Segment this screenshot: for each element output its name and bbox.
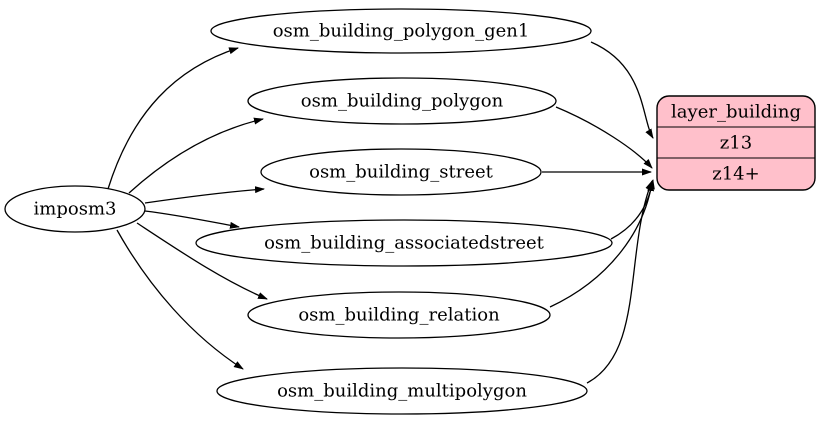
layer-building-row-z14: z14+	[712, 164, 759, 185]
edge-imposm3-relation	[136, 222, 268, 300]
edge-imposm3-multipolygon	[116, 229, 244, 370]
node-multipolygon-shape	[216, 367, 588, 415]
node-street-shape	[260, 148, 542, 196]
edge-imposm3-polygon-gen1	[107, 47, 239, 190]
node-polygon-gen1-label: osm_building_polygon_gen1	[273, 21, 530, 42]
node-layer-building: layer_building z13 z14+	[656, 95, 816, 191]
node-multipolygon-label: osm_building_multipolygon	[277, 381, 527, 402]
edge-polygon-z14	[555, 106, 653, 169]
edge-multipolygon-z14	[586, 180, 653, 384]
layer-building-row-z13: z13	[720, 133, 752, 154]
node-osm-building-street: osm_building_street	[260, 148, 542, 196]
node-associatedstreet-shape	[195, 219, 613, 267]
edge-imposm3-street	[144, 186, 265, 204]
node-polygon-shape	[247, 77, 557, 125]
node-associatedstreet-label: osm_building_associatedstreet	[264, 233, 545, 254]
node-relation-label: osm_building_relation	[298, 305, 500, 326]
node-polygon-label: osm_building_polygon	[301, 91, 504, 112]
node-osm-building-polygon: osm_building_polygon	[247, 77, 557, 125]
edge-imposm3-polygon	[128, 117, 264, 194]
node-osm-building-relation: osm_building_relation	[247, 291, 551, 339]
edge-polygon-gen1-z13	[590, 41, 654, 139]
node-imposm3: imposm3	[4, 185, 146, 233]
node-street-label: osm_building_street	[309, 162, 494, 183]
node-imposm3-shape	[4, 185, 146, 233]
node-osm-building-polygon-gen1: osm_building_polygon_gen1	[210, 8, 592, 54]
edge-relation-z14	[549, 181, 655, 308]
layer-building-title: layer_building	[671, 102, 801, 123]
edges-source-to-tables	[107, 47, 268, 370]
node-relation-shape	[247, 291, 551, 339]
node-imposm3-label: imposm3	[34, 199, 117, 220]
edge-imposm3-associatedstreet	[144, 210, 240, 229]
edges-tables-to-layer	[542, 41, 655, 384]
node-osm-building-multipolygon: osm_building_multipolygon	[216, 367, 588, 415]
node-osm-building-associatedstreet: osm_building_associatedstreet	[195, 219, 613, 267]
node-layer-building-shape	[656, 95, 816, 191]
node-polygon-gen1-shape	[210, 8, 592, 54]
edge-associatedstreet-z14	[610, 179, 655, 240]
